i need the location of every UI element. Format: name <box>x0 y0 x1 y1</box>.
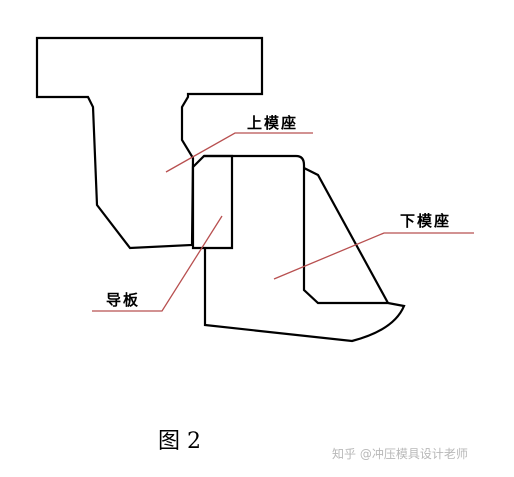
figure-caption: 图 2 <box>158 429 201 454</box>
guide-plate-outline <box>191 154 234 250</box>
watermark-text: 知乎 @冲压模具设计老师 <box>332 446 468 461</box>
leader-guide-plate <box>92 215 223 312</box>
label-guide-plate: 导板 <box>106 291 140 309</box>
label-upper-die-seat: 上模座 <box>247 114 298 132</box>
leader-upper-die-seat <box>165 132 313 173</box>
label-lower-die-seat: 下模座 <box>400 212 451 230</box>
upper-die-seat-outline <box>35 36 264 250</box>
lower-die-rib-outline <box>303 167 389 304</box>
lower-die-seat-outline <box>203 154 406 343</box>
leader-lower-die-seat <box>273 232 474 280</box>
